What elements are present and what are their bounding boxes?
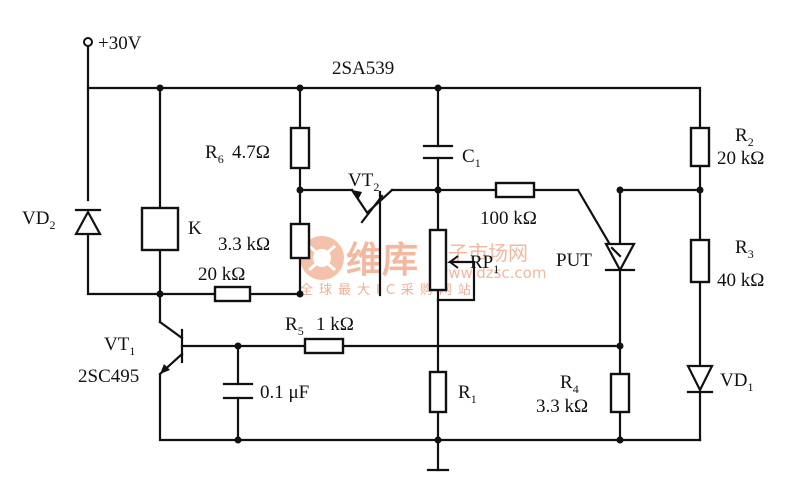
diode-vd2-icon — [74, 208, 102, 236]
capacitor-01uf-icon — [222, 382, 254, 400]
label-r5: R5 — [285, 314, 304, 338]
label-relay-k: K — [188, 218, 202, 239]
label-c1: C1 — [462, 146, 481, 170]
watermark-url: www.dzsc.com — [436, 264, 546, 282]
label-r2-value: 20 kΩ — [717, 148, 764, 169]
resistor-r4 — [609, 372, 631, 414]
supply-terminal-icon — [83, 37, 93, 47]
label-vd1: VD1 — [720, 370, 753, 394]
label-r3: R3 — [735, 237, 754, 261]
resistor-r5 — [303, 337, 345, 355]
watermark-tagline: 全球最大IC采购网站 — [300, 282, 477, 298]
junctions — [156, 84, 704, 444]
resistor-3k3 — [289, 222, 311, 260]
label-3k3: 3.3 kΩ — [218, 234, 270, 255]
label-r5-value: 1 kΩ — [316, 314, 354, 335]
supply-label: +30V — [98, 33, 142, 54]
label-r1: R1 — [458, 382, 477, 406]
resistor-r6 — [289, 126, 311, 170]
relay-k-coil — [140, 206, 180, 252]
label-2sa539: 2SA539 — [332, 58, 394, 79]
label-100k: 100 kΩ — [480, 208, 537, 229]
label-rp1: RP1 — [470, 252, 499, 276]
label-r6-value: 4.7Ω — [232, 142, 270, 163]
put-thyristor-icon — [604, 242, 636, 273]
watermark-brand: 维库 — [346, 240, 418, 281]
resistor-r1 — [428, 370, 448, 414]
label-r4-value: 3.3 kΩ — [536, 396, 588, 417]
resistor-100k — [494, 181, 536, 199]
label-vt1: VT1 — [104, 334, 135, 358]
transistor-vt1-icon — [158, 320, 184, 376]
label-r2: R2 — [735, 125, 754, 149]
diode-vd1-icon — [686, 364, 714, 394]
rp1-wiper-arrow-icon — [447, 255, 474, 269]
label-20k: 20 kΩ — [198, 264, 245, 285]
transistor-vt2-icon — [350, 188, 394, 224]
label-vt2: VT2 — [348, 170, 379, 194]
watermark-logo-icon — [300, 236, 344, 280]
label-r4: R4 — [560, 372, 579, 396]
label-vd2: VD2 — [22, 208, 55, 232]
label-r6: R6 — [205, 142, 224, 166]
resistor-r3 — [689, 238, 711, 284]
label-01uf: 0.1 μF — [260, 382, 309, 403]
watermark: 维库 电子市场网 www.dzsc.com 全球最大IC采购网站 — [300, 236, 546, 298]
resistor-r2 — [689, 126, 711, 168]
label-vt1-type: 2SC495 — [78, 366, 139, 387]
resistor-20k — [213, 285, 252, 303]
potentiometer-rp1 — [428, 228, 448, 292]
label-r3-value: 40 kΩ — [717, 270, 764, 291]
capacitor-c1-icon — [422, 144, 454, 160]
label-put: PUT — [556, 250, 592, 271]
